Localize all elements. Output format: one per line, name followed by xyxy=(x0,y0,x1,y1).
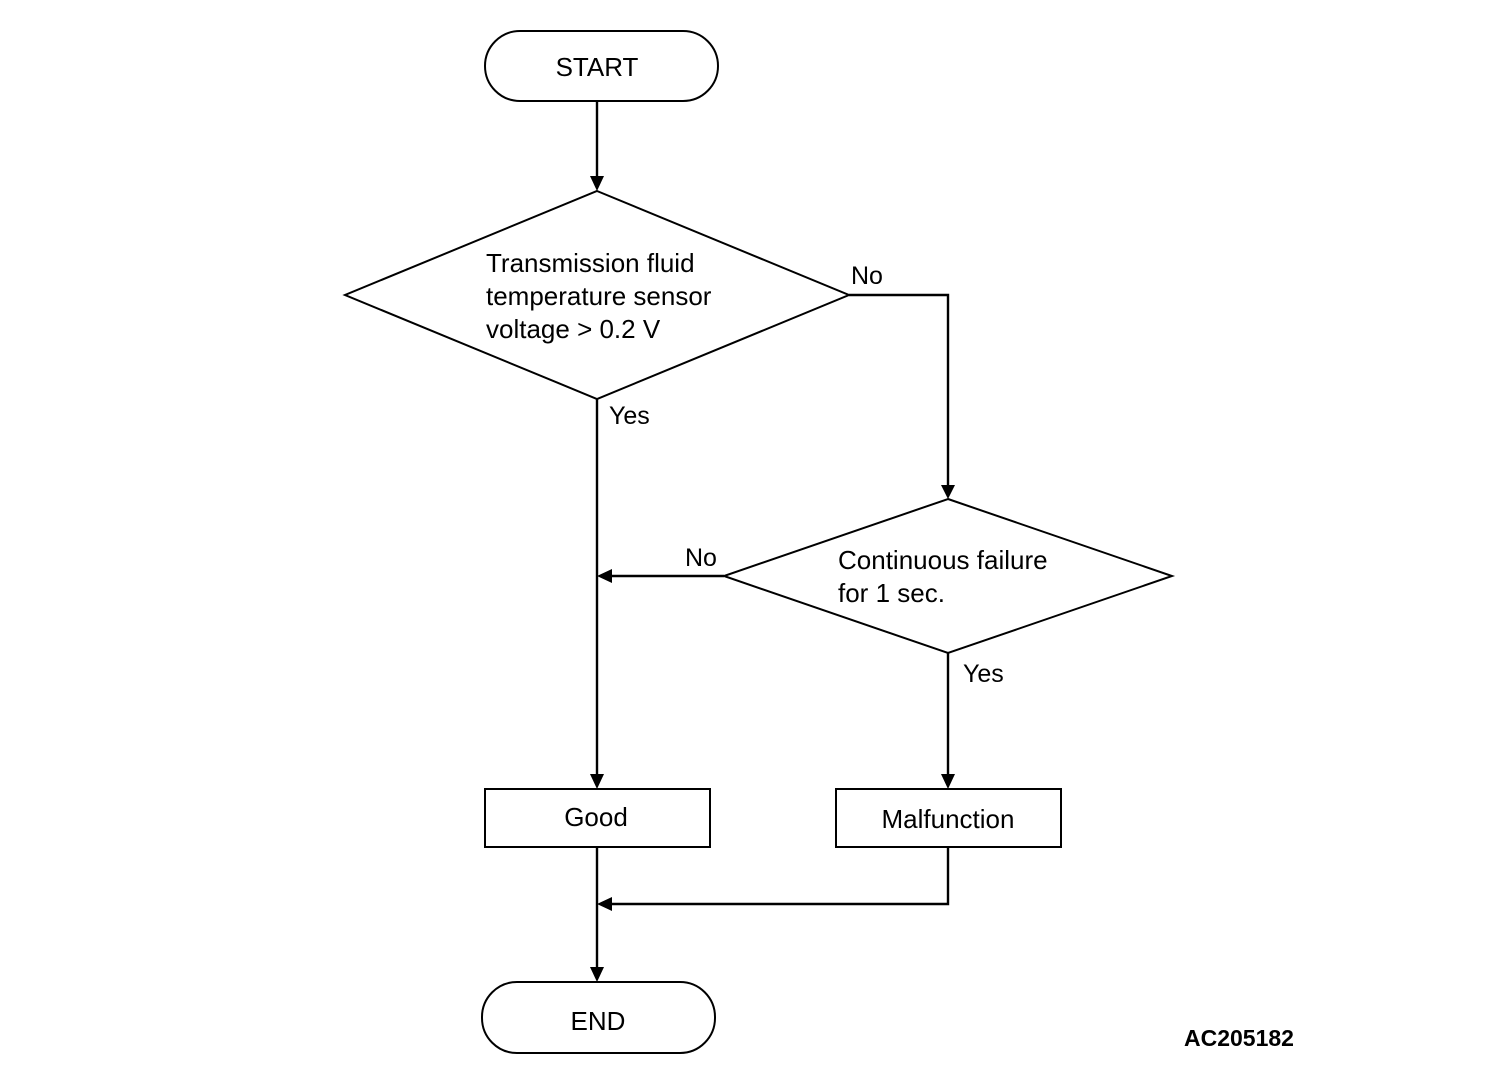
start-terminal-shape xyxy=(484,30,719,102)
connector-continuous-yes-branch: Yes xyxy=(941,653,1004,789)
arrowhead-down xyxy=(941,485,955,499)
voltage-decision-line-3: voltage > 0.2 V xyxy=(486,314,661,344)
connector-voltage-no-branch: No xyxy=(849,262,955,499)
good-result-box: Good xyxy=(484,788,711,848)
arrowhead-down xyxy=(590,176,604,191)
connector-good-to-end xyxy=(590,847,604,982)
arrowhead-down xyxy=(941,774,955,789)
continuous-failure-decision-diamond xyxy=(720,497,1176,655)
continuous-no-label: No xyxy=(685,544,717,572)
voltage-no-label: No xyxy=(851,262,883,290)
arrowhead-left xyxy=(597,897,612,911)
connector-line xyxy=(849,293,950,486)
figure-code: AC205182 xyxy=(1184,1025,1294,1051)
end-terminal: END xyxy=(481,981,716,1054)
connector-continuous-no-branch: No xyxy=(597,544,724,583)
connector-start-to-voltage-decision xyxy=(590,101,604,191)
malfunction-result-box: Malfunction xyxy=(835,788,1062,848)
voltage-decision-line-2: temperature sensor xyxy=(486,281,712,311)
continuous-failure-decision: Continuous failure for 1 sec. xyxy=(720,497,1176,655)
malfunction-label: Malfunction xyxy=(882,804,1015,834)
voltage-decision: Transmission fluid temperature sensor vo… xyxy=(342,189,852,401)
continuous-decision-line-1: Continuous failure xyxy=(838,545,1048,575)
continuous-yes-label: Yes xyxy=(963,660,1004,688)
connector-malfunction-to-join xyxy=(597,847,950,911)
connector-line xyxy=(610,847,950,906)
arrowhead-down xyxy=(590,774,604,789)
connector-voltage-yes-branch: Yes xyxy=(590,399,650,789)
end-terminal-shape xyxy=(481,981,716,1054)
arrowhead-left xyxy=(597,569,612,583)
continuous-decision-line-2: for 1 sec. xyxy=(838,578,945,608)
end-label: END xyxy=(571,1006,626,1036)
start-label: START xyxy=(556,52,639,82)
voltage-decision-line-1: Transmission fluid xyxy=(486,248,695,278)
voltage-yes-label: Yes xyxy=(609,402,650,430)
arrowhead-down xyxy=(590,967,604,982)
malfunction-result-rect xyxy=(835,788,1062,848)
start-terminal: START xyxy=(484,30,719,102)
good-label: Good xyxy=(564,802,628,832)
